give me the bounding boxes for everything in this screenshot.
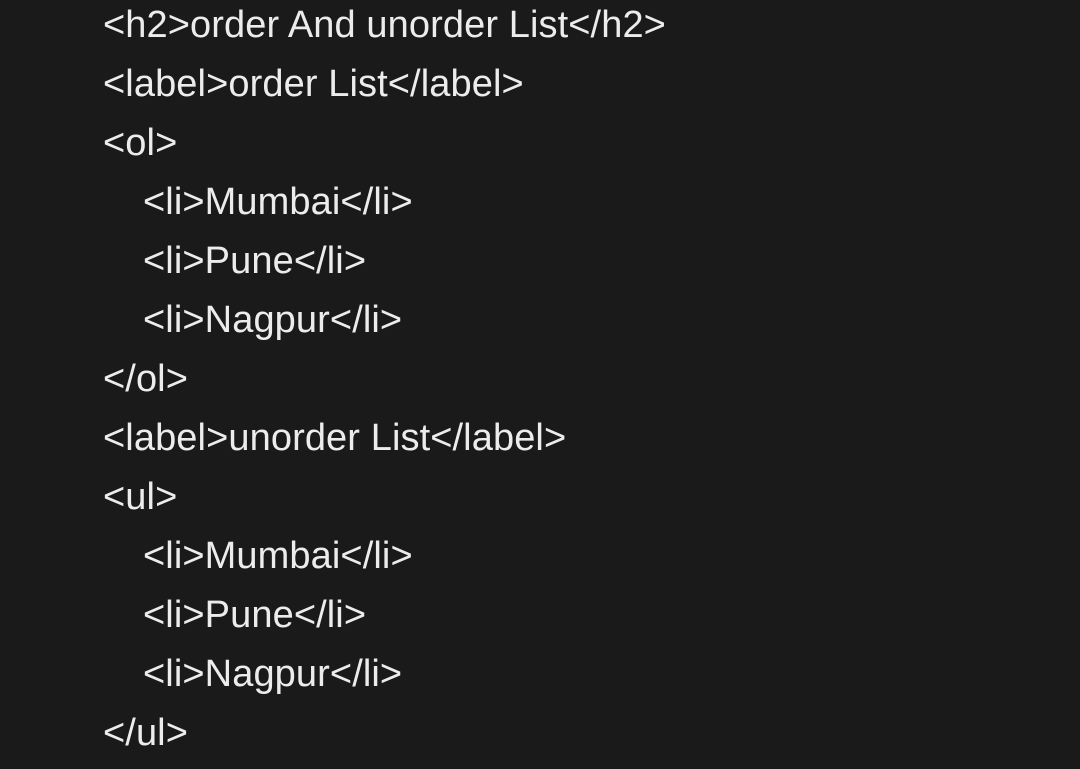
code-line: <label>order List</label> bbox=[103, 63, 524, 105]
code-line: <li>Pune</li> bbox=[143, 594, 367, 636]
code-line: <ul> bbox=[103, 476, 178, 518]
code-line: <li>Pune</li> bbox=[143, 240, 367, 282]
code-line: <label>unorder List</label> bbox=[103, 417, 567, 459]
code-line: <ol> bbox=[103, 122, 178, 164]
code-line: </ul> bbox=[103, 712, 189, 754]
code-line: <h2>order And unorder List</h2> bbox=[103, 4, 666, 46]
code-line: <li>Mumbai</li> bbox=[143, 181, 413, 223]
code-line: <li>Nagpur</li> bbox=[143, 653, 403, 695]
code-lines: <h2>order And unorder List</h2> <label>o… bbox=[103, 0, 666, 767]
code-line: <li>Nagpur</li> bbox=[143, 299, 403, 341]
code-line: <li>Mumbai</li> bbox=[143, 535, 413, 577]
code-line: </ol> bbox=[103, 358, 189, 400]
